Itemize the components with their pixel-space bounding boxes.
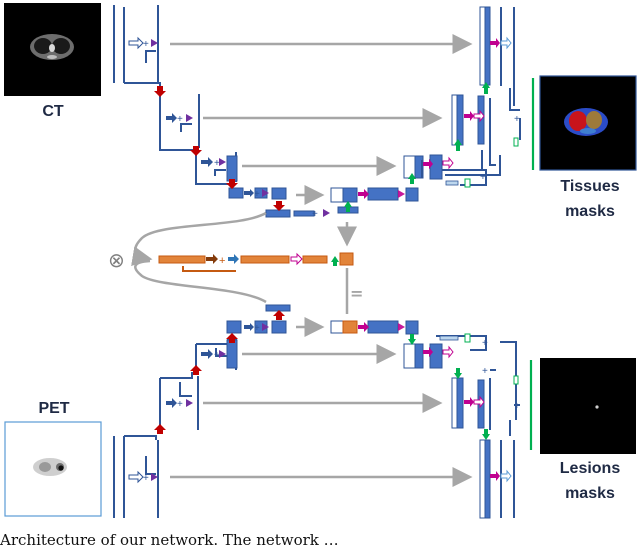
pet-arrows: + + + +	[128, 310, 285, 484]
tissues-masks-label: masks	[565, 203, 615, 220]
pet-decoder: + + +	[330, 320, 520, 519]
ct-encoder-blocks	[226, 155, 315, 218]
svg-text:+: +	[177, 114, 183, 125]
lesions-masks-label: masks	[565, 485, 615, 502]
equals-symbol: =	[350, 284, 363, 303]
figure-caption: Architecture of our network. The network…	[0, 531, 339, 549]
svg-text:+: +	[482, 338, 488, 349]
ct-skip-connections	[170, 34, 473, 205]
svg-text:+: +	[514, 114, 520, 125]
svg-text:+: +	[312, 209, 318, 220]
svg-text:+: +	[254, 323, 260, 334]
pet-label: PET	[38, 400, 70, 417]
pet-image	[4, 421, 102, 517]
tissues-label: Tissues	[560, 178, 620, 195]
tissues-mask-image	[539, 75, 637, 171]
pet-encoder-blocks	[226, 304, 291, 369]
ct-arrows: + + + + +	[128, 36, 330, 220]
svg-text:+: +	[177, 399, 183, 410]
svg-text:+: +	[214, 350, 220, 361]
svg-text:+: +	[219, 255, 225, 267]
pet-encoder	[113, 338, 237, 518]
svg-text:+: +	[143, 39, 149, 50]
svg-text:+: +	[514, 401, 520, 412]
lesions-label: Lesions	[559, 460, 621, 477]
bottleneck: +	[131, 211, 357, 314]
svg-text:+: +	[254, 189, 260, 200]
ct-decoder: + +	[330, 6, 521, 214]
lesions-mask-image	[540, 358, 636, 454]
svg-text:+: +	[143, 473, 149, 484]
svg-text:+: +	[482, 366, 488, 377]
svg-text:+: +	[480, 172, 486, 183]
ct-label: CT	[42, 103, 64, 120]
ct-image	[4, 3, 101, 96]
pet-skip-connections	[170, 317, 473, 487]
svg-text:+: +	[214, 158, 220, 169]
outer-product-symbol: ⊗	[108, 248, 125, 272]
